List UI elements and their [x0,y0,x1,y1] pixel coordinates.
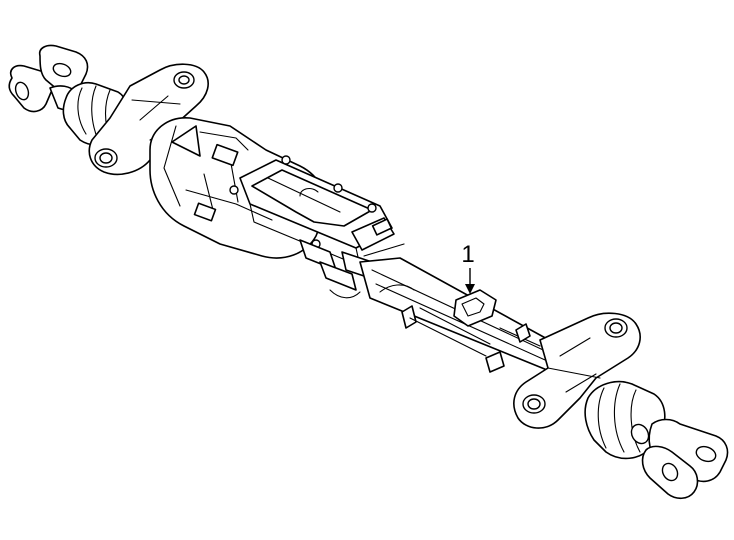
right-tie-rod-clevis [641,418,729,500]
right-mount-bracket [513,312,641,429]
callout-arrowhead [465,284,475,294]
callout-number: 1 [461,241,474,268]
control-module [229,155,395,267]
callout-1: 1 [461,241,475,294]
left-mount-bracket [88,63,209,176]
right-boot [584,380,666,460]
rack-mount-pad [453,289,497,327]
